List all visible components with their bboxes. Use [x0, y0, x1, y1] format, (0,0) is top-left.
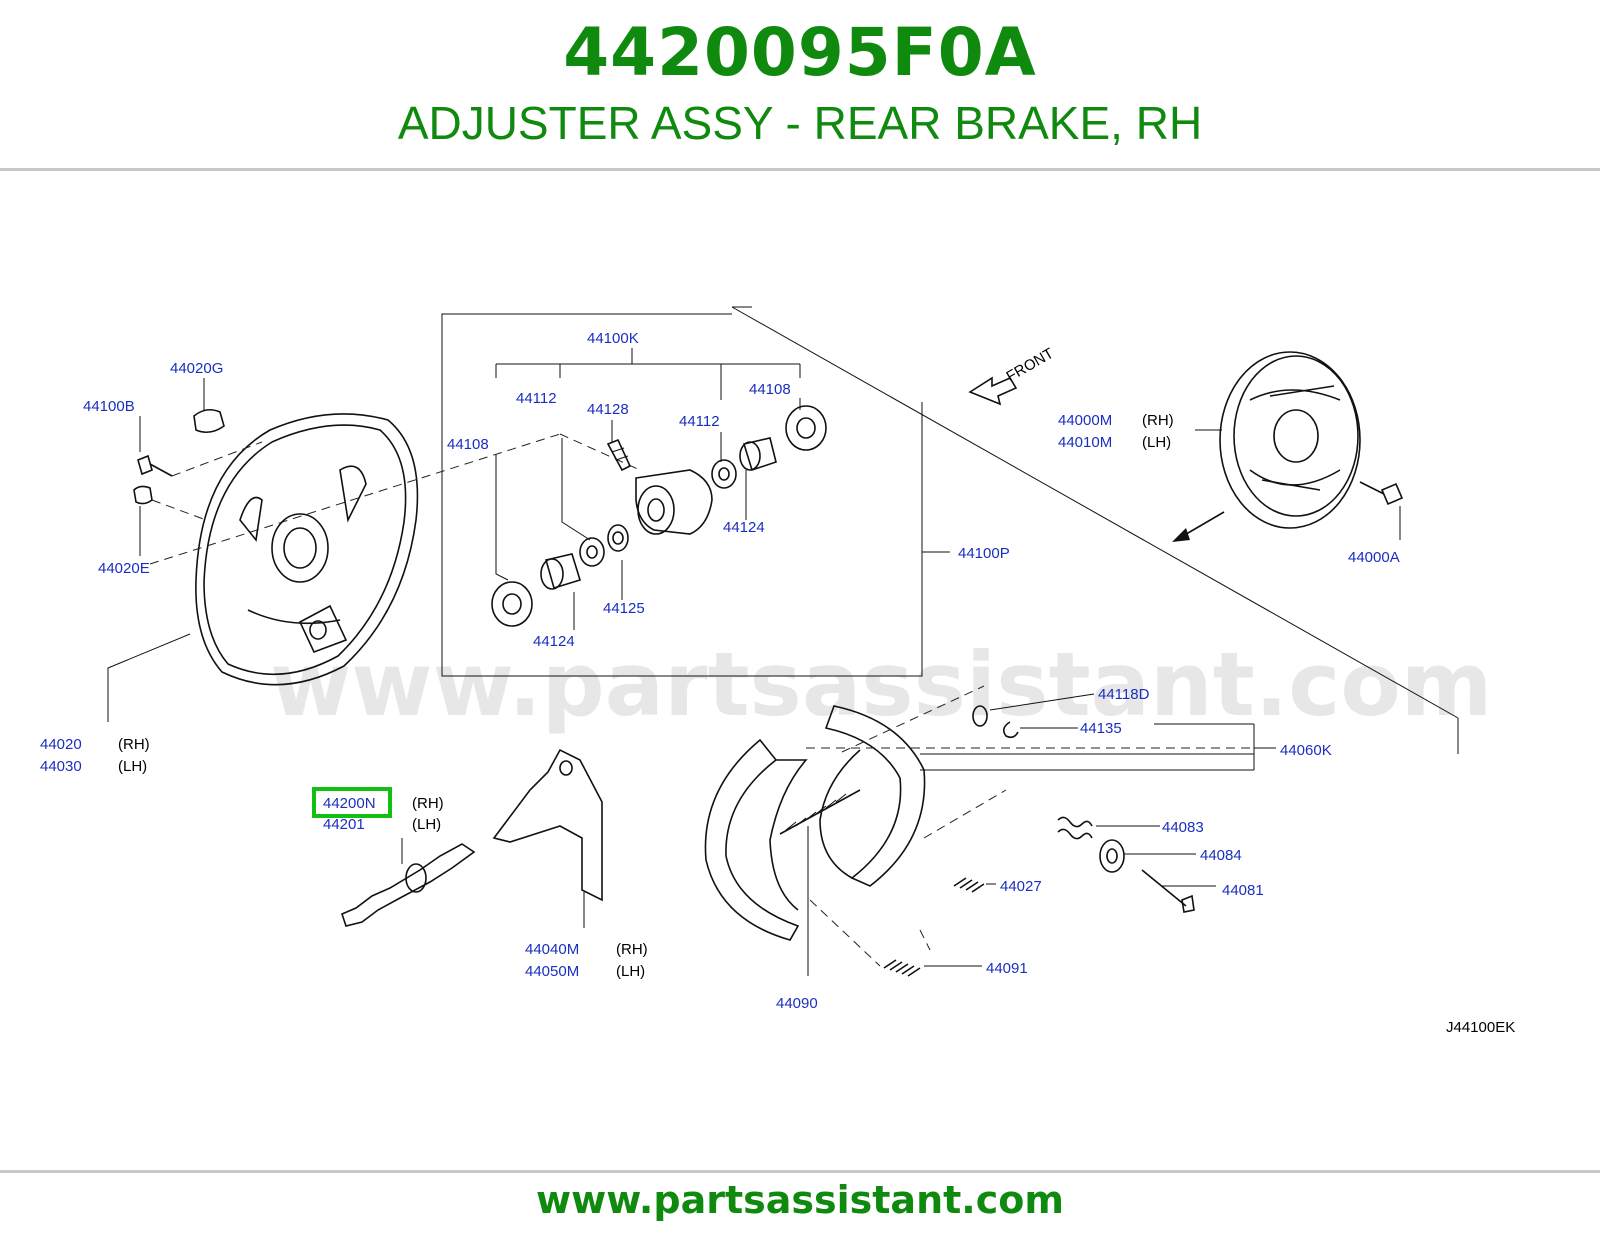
brake-assembly-drawing — [968, 351, 1404, 542]
label-44010M-lh: (LH) — [1142, 434, 1171, 451]
label-44020-rh: (RH) — [118, 736, 150, 753]
back-plate-drawing — [107, 378, 419, 722]
header-divider — [0, 168, 1600, 171]
part-number-title: 4420095F0A — [563, 14, 1037, 91]
label-44201-lh: (LH) — [412, 816, 441, 833]
label-44083[interactable]: 44083 — [1162, 819, 1204, 836]
label-44200N-rh: (RH) — [412, 795, 444, 812]
label-44040M-rh: (RH) — [616, 941, 648, 958]
watermark-text: www.partsassistant.com — [270, 633, 1493, 736]
label-44081[interactable]: 44081 — [1222, 882, 1264, 899]
label-44090[interactable]: 44090 — [776, 995, 818, 1012]
adjuster-drawing — [341, 748, 603, 928]
label-44200N[interactable]: 44200N — [323, 795, 376, 812]
label-44108-left[interactable]: 44108 — [447, 436, 489, 453]
page-header: 4420095F0A ADJUSTER ASSY - REAR BRAKE, R… — [0, 0, 1600, 170]
label-44084[interactable]: 44084 — [1200, 847, 1242, 864]
label-44135[interactable]: 44135 — [1080, 720, 1122, 737]
brake-shoes-drawing — [704, 685, 1276, 977]
label-44060K[interactable]: 44060K — [1280, 742, 1332, 759]
label-44112-left[interactable]: 44112 — [516, 390, 557, 407]
footer-url[interactable]: www.partsassistant.com — [536, 1178, 1064, 1222]
label-44100B[interactable]: 44100B — [83, 398, 135, 415]
diagram-code: J44100EK — [1446, 1019, 1515, 1036]
label-44050M[interactable]: 44050M — [525, 963, 579, 980]
label-44100K[interactable]: 44100K — [587, 330, 639, 347]
label-44201[interactable]: 44201 — [323, 816, 365, 833]
label-44100P[interactable]: 44100P — [958, 545, 1010, 562]
label-44030[interactable]: 44030 — [40, 758, 82, 775]
footer-divider — [0, 1170, 1600, 1173]
label-44050M-lh: (LH) — [616, 963, 645, 980]
label-44000M[interactable]: 44000M — [1058, 412, 1112, 429]
label-44010M[interactable]: 44010M — [1058, 434, 1112, 451]
front-direction-label: FRONT — [1004, 345, 1057, 386]
label-44108-right[interactable]: 44108 — [749, 381, 791, 398]
label-44125[interactable]: 44125 — [603, 600, 645, 617]
part-description: ADJUSTER ASSY - REAR BRAKE, RH — [397, 97, 1203, 149]
label-44124-right[interactable]: 44124 — [723, 519, 765, 536]
label-44128[interactable]: 44128 — [587, 401, 629, 418]
label-44112-right[interactable]: 44112 — [679, 413, 720, 430]
label-44020G[interactable]: 44020G — [170, 360, 223, 377]
highlight-box — [312, 787, 392, 818]
label-44040M[interactable]: 44040M — [525, 941, 579, 958]
label-44118D[interactable]: 44118D — [1098, 686, 1150, 703]
label-44030-lh: (LH) — [118, 758, 147, 775]
label-44000A[interactable]: 44000A — [1348, 549, 1400, 566]
label-44020[interactable]: 44020 — [40, 736, 82, 753]
label-44000M-rh: (RH) — [1142, 412, 1174, 429]
label-44124-left[interactable]: 44124 — [533, 633, 575, 650]
label-44020E[interactable]: 44020E — [98, 560, 150, 577]
label-44091[interactable]: 44091 — [986, 960, 1028, 977]
label-44027[interactable]: 44027 — [1000, 878, 1042, 895]
wheel-cylinder-group — [149, 306, 1459, 754]
